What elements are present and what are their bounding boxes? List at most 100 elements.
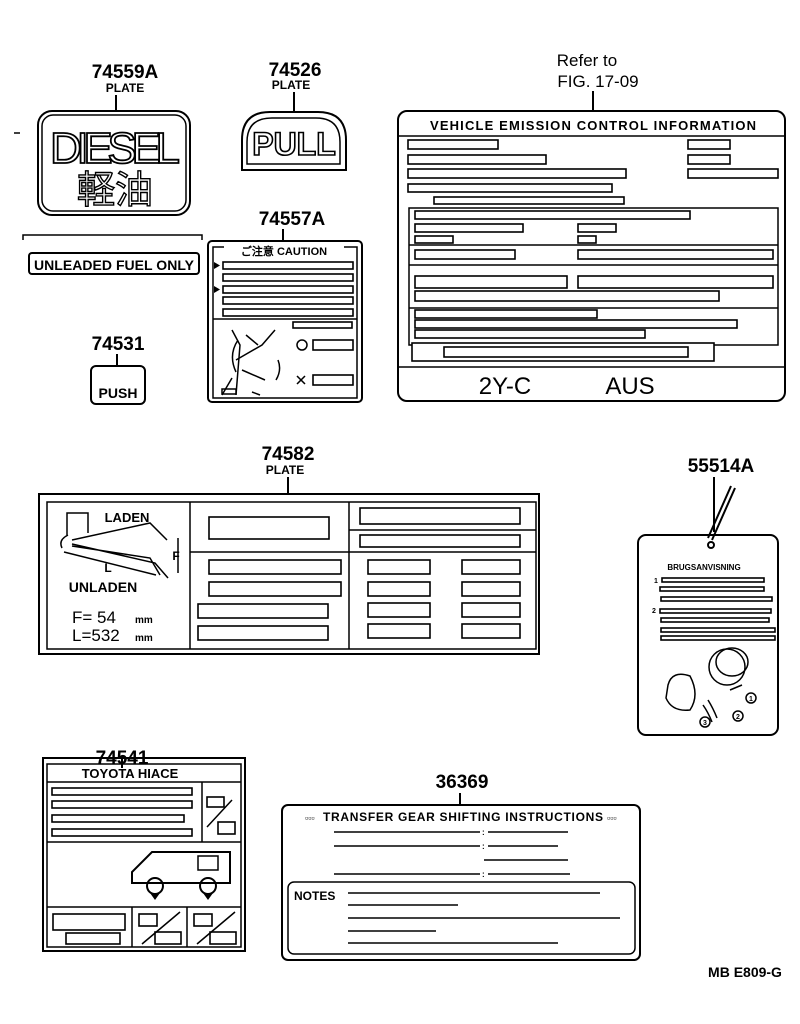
tire-plate-inner [46, 501, 537, 650]
kanji-text: 軽油 [77, 168, 153, 212]
unladen-text: UNLADEN [69, 579, 137, 595]
diesel-plate-group: 74559A PLATE DIESEL 軽油 [14, 62, 191, 216]
circle-ok-icon [296, 339, 308, 351]
cap-top [715, 647, 749, 677]
tire-plate [38, 493, 540, 655]
field [461, 623, 521, 639]
bar [292, 321, 353, 329]
caution-header: ご注意 CAUTION [241, 244, 327, 258]
unleaded-text: UNLEADED FUEL ONLY [34, 257, 195, 273]
square-dots-icon: ▫▫▫ [305, 813, 315, 823]
square-dots-icon: ▫▫▫ [607, 813, 617, 823]
notes-lines [348, 892, 620, 944]
bar [312, 339, 354, 351]
bar [414, 290, 720, 302]
arrow-icon [214, 262, 220, 269]
l-symbol: L [104, 561, 111, 575]
bar [577, 275, 774, 289]
notes-label: NOTES [294, 889, 335, 903]
emission-label-group: Refer to FIG. 17-09 VEHICLE EMISSION CON… [397, 51, 786, 402]
field [367, 602, 431, 618]
van-window [197, 855, 219, 871]
field [367, 559, 431, 575]
diesel-text: DIESEL [50, 124, 180, 173]
l-unit: mm [135, 633, 153, 644]
field [461, 602, 521, 618]
part-number-74531[interactable]: 74531 [92, 334, 145, 355]
transfer-label-group: 36369 ▫▫▫ TRANSFER GEAR SHIFTING INSTRUC… [281, 772, 641, 961]
engine-code: 2Y-C [479, 373, 531, 400]
dimension-lines [63, 538, 179, 576]
field [197, 625, 329, 641]
van-body [131, 851, 231, 884]
tag-hole [707, 541, 715, 549]
part-number-74557A[interactable]: 74557A [259, 209, 326, 230]
bar [65, 932, 121, 945]
bar [414, 249, 516, 260]
part-number-55514A[interactable]: 55514A [688, 456, 755, 477]
wheel [199, 877, 217, 895]
bar [154, 931, 182, 945]
part-number-74559A[interactable]: 74559A [92, 62, 159, 83]
tag-title: BRUGSANVISNING [667, 563, 740, 572]
callout-2: 2 [736, 714, 740, 721]
bar [217, 821, 236, 835]
transfer-label [281, 804, 641, 961]
caution-label-group: 74557A ご注意 CAUTION [207, 209, 363, 403]
instruction-lines: : : : [334, 828, 570, 879]
bar [51, 828, 193, 837]
push-label [90, 365, 146, 405]
part-number-74582[interactable]: 74582 [262, 444, 315, 465]
bar [659, 586, 765, 592]
fig-reference[interactable]: FIG. 17-09 [557, 72, 638, 91]
tire-plate-group: 74582 PLATE LADEN F L UNLADEN F= 54 mm L… [38, 444, 540, 655]
part-number-36369[interactable]: 36369 [436, 772, 489, 793]
hiace-inner [46, 763, 242, 948]
tie-strap-icon [707, 485, 736, 541]
bar [660, 635, 776, 641]
arrow-icon [214, 286, 220, 293]
bar [209, 931, 237, 945]
notes-box [287, 881, 636, 955]
l-value: L=532 [72, 626, 120, 645]
illustration-part [221, 388, 237, 395]
callout-1: 1 [749, 696, 753, 703]
field [461, 559, 521, 575]
bar [660, 617, 770, 623]
push-text: PUSH [99, 385, 138, 401]
field [359, 534, 521, 548]
bar [660, 596, 773, 602]
caution-bars [214, 261, 354, 317]
market-code: AUS [605, 373, 654, 400]
bar [407, 139, 499, 150]
bar [51, 787, 193, 796]
bar [443, 346, 689, 358]
pull-plate-group: 74526 PLATE PULL [241, 60, 347, 171]
field [208, 516, 330, 540]
bar [407, 168, 627, 179]
bar [222, 261, 354, 270]
step-1: 1 [654, 578, 658, 585]
van-icon [131, 851, 231, 900]
bar [433, 196, 625, 205]
bar [660, 627, 776, 633]
bar [193, 913, 213, 927]
caution-label [207, 240, 363, 403]
callout-3: 3 [703, 720, 707, 727]
emission-label [397, 110, 786, 402]
bar [414, 309, 598, 319]
bar [661, 577, 765, 583]
pull-text: PULL [252, 126, 336, 162]
filler [665, 673, 696, 711]
spring-lines [60, 512, 169, 579]
part-label: PLATE [106, 81, 144, 95]
field [359, 507, 521, 525]
part-number-74526[interactable]: 74526 [269, 60, 322, 81]
header-gap [224, 244, 344, 256]
tire-plate-fields [197, 507, 521, 641]
bar [577, 223, 617, 233]
bar [407, 183, 613, 193]
f-value: F= 54 [72, 608, 116, 627]
bar [312, 374, 354, 386]
